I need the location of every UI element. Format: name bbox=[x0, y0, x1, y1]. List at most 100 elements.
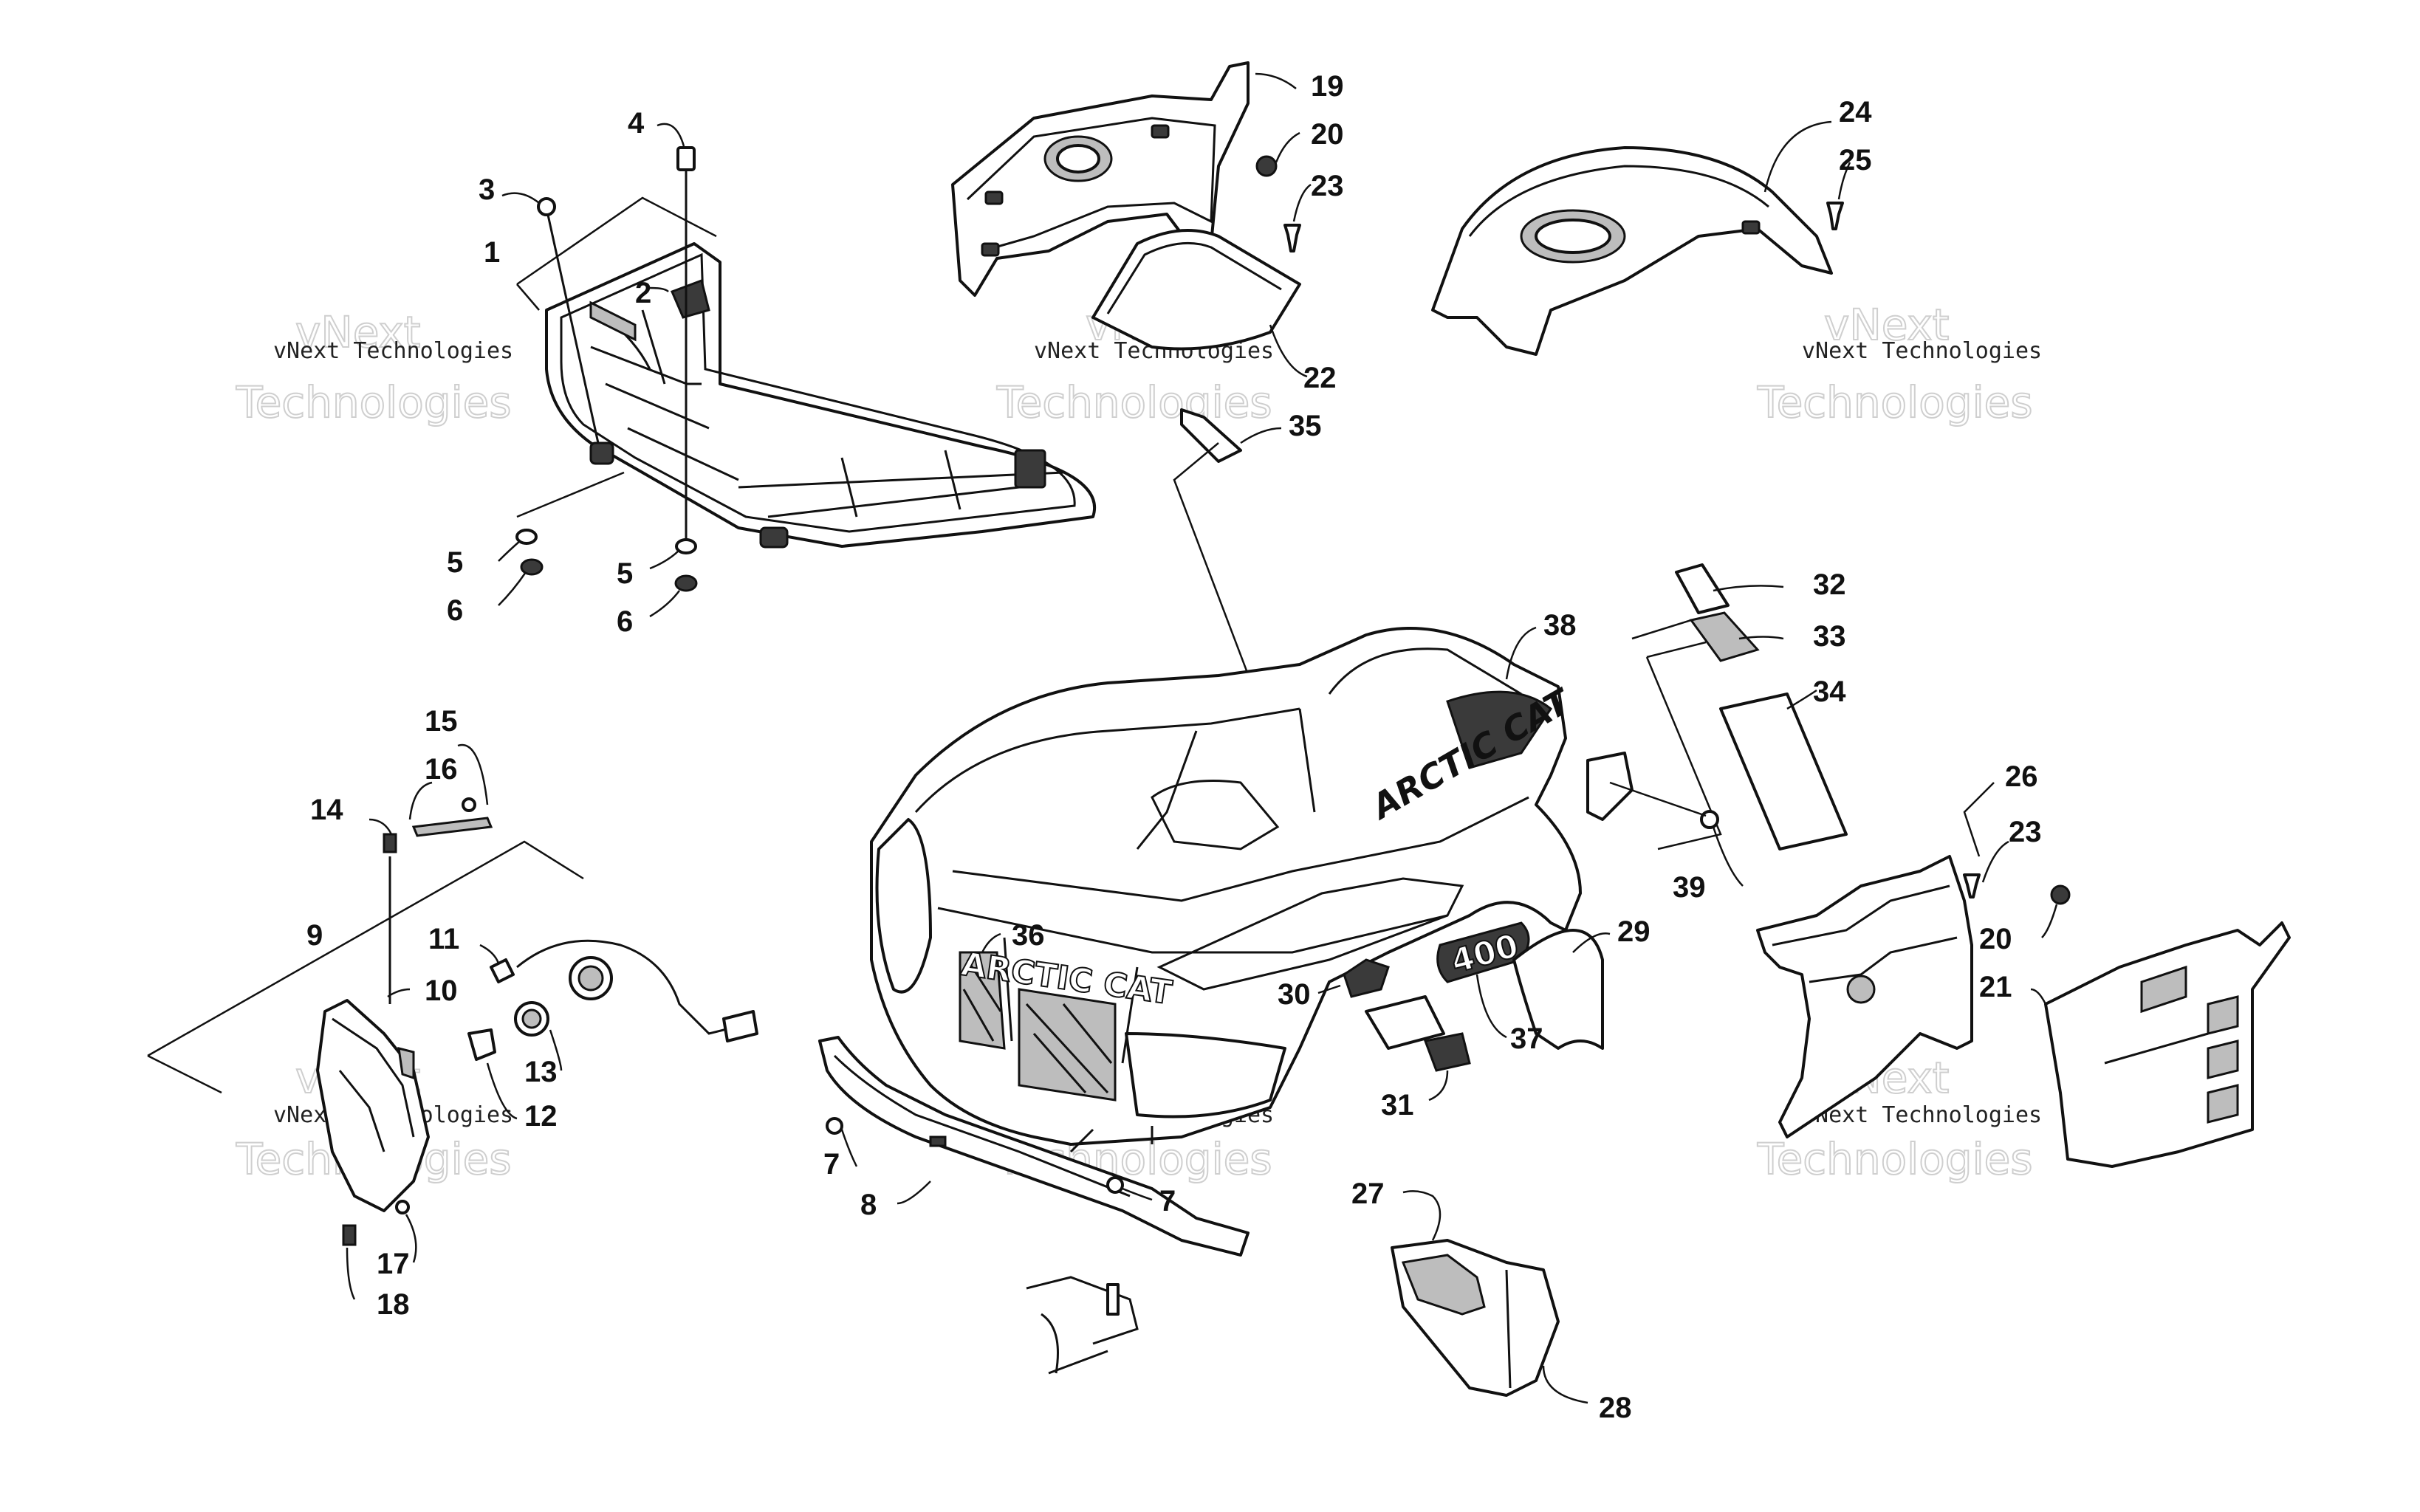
side-panel-21 bbox=[2044, 921, 2291, 1168]
callout-7: 7 bbox=[823, 1148, 840, 1181]
leader-23b bbox=[1981, 840, 2009, 883]
push-rivet-23 bbox=[1283, 224, 1301, 252]
fastener-39 bbox=[1700, 810, 1719, 829]
callout-37: 37 bbox=[1510, 1023, 1543, 1055]
front-fender-panel-assembly: 19 20 23 22 bbox=[951, 61, 1344, 394]
callout-22: 22 bbox=[1303, 362, 1337, 394]
callout-33: 33 bbox=[1813, 620, 1846, 653]
watermark-big-2: Technologies bbox=[996, 377, 1272, 427]
clip-18 bbox=[342, 1224, 357, 1246]
callout-6: 6 bbox=[447, 594, 463, 627]
fastener-14 bbox=[383, 833, 397, 853]
leader-28 bbox=[1542, 1365, 1588, 1404]
push-rivet-25 bbox=[1826, 202, 1844, 230]
leader-6a bbox=[498, 571, 527, 606]
front-rack-assembly: 1 2 3 4 5 5 6 6 bbox=[447, 107, 1096, 638]
decal-set: 32 33 34 bbox=[1631, 563, 1848, 850]
leader-24 bbox=[1763, 120, 1832, 193]
leader-25 bbox=[1837, 162, 1851, 200]
leader-10 bbox=[387, 988, 411, 998]
callout-2: 2 bbox=[635, 277, 651, 309]
callout-5: 5 bbox=[617, 557, 633, 590]
callout-25: 25 bbox=[1839, 144, 1872, 176]
callout-19: 19 bbox=[1311, 70, 1344, 103]
callout-27: 27 bbox=[1351, 1178, 1385, 1210]
callout-5: 5 bbox=[447, 546, 463, 579]
push-rivet-23-right bbox=[1963, 873, 1981, 898]
callout-8: 8 bbox=[860, 1189, 877, 1221]
leader-20 bbox=[1275, 131, 1300, 163]
watermark-big-1: vNext bbox=[295, 307, 420, 357]
side-panel-assembly: 26 23 20 21 bbox=[1756, 760, 2291, 1168]
watermark: vNext Technologies vNext Technologies bbox=[235, 306, 513, 428]
rack-bracket-line-lower bbox=[516, 284, 625, 518]
leader-19 bbox=[1255, 72, 1297, 89]
leader-31 bbox=[1428, 1070, 1449, 1102]
callout-1: 1 bbox=[484, 236, 500, 269]
handle-31 bbox=[1365, 995, 1471, 1072]
leader-8 bbox=[897, 1181, 931, 1205]
callout-9: 9 bbox=[306, 919, 323, 952]
leader-4 bbox=[657, 123, 685, 147]
callout-23: 23 bbox=[1311, 170, 1344, 202]
leader-13 bbox=[549, 1029, 563, 1071]
leader-16 bbox=[408, 781, 433, 820]
leader-2 bbox=[649, 286, 669, 292]
model-badge-text: 400 bbox=[1447, 927, 1523, 981]
callout-34: 34 bbox=[1813, 676, 1846, 708]
screw-15 bbox=[462, 797, 476, 812]
leader-12 bbox=[486, 1062, 518, 1120]
leader-39 bbox=[1712, 826, 1744, 887]
leader-21 bbox=[2030, 988, 2047, 1005]
bolt-3 bbox=[537, 197, 600, 444]
callout-20: 20 bbox=[1979, 923, 2012, 955]
washer-5-left bbox=[515, 529, 538, 545]
model-badge-37: 400 bbox=[1436, 921, 1530, 983]
callout-29: 29 bbox=[1617, 915, 1651, 948]
watermark-small: vNext Technologies bbox=[1802, 1102, 2042, 1128]
callout-21: 21 bbox=[1979, 971, 2012, 1003]
leader-3 bbox=[501, 192, 540, 204]
leader-15 bbox=[457, 743, 489, 805]
leader-6b bbox=[649, 590, 680, 618]
fastener-7-left bbox=[826, 1117, 843, 1135]
leader-37 bbox=[1475, 974, 1507, 1039]
callout-35: 35 bbox=[1289, 410, 1322, 442]
cap-30 bbox=[1343, 958, 1390, 998]
leader-17 bbox=[405, 1214, 417, 1263]
inner-panel bbox=[1756, 855, 1973, 1138]
leader-23 bbox=[1292, 183, 1312, 222]
grommet-20-right bbox=[2050, 884, 2071, 905]
callout-28: 28 bbox=[1599, 1392, 1632, 1424]
leader-30 bbox=[1317, 984, 1341, 994]
bulb-12 bbox=[467, 1028, 496, 1061]
callout-3: 3 bbox=[479, 173, 495, 206]
leader-7b bbox=[1122, 1187, 1153, 1201]
leader-32 bbox=[1713, 585, 1784, 592]
callout-17: 17 bbox=[377, 1248, 410, 1280]
leader-33 bbox=[1738, 636, 1784, 640]
nut-6-left bbox=[520, 558, 544, 576]
wiring-harness bbox=[516, 939, 758, 1042]
rack-bracket-line bbox=[516, 196, 717, 286]
socket-13 bbox=[514, 1001, 549, 1037]
leader-14 bbox=[369, 818, 393, 835]
watermark-small: vNext Technologies bbox=[1802, 338, 2042, 364]
callout-4: 4 bbox=[628, 107, 645, 140]
decal-34 bbox=[1719, 693, 1848, 850]
callout-6: 6 bbox=[617, 605, 633, 638]
bolt-4 bbox=[676, 146, 696, 539]
callout-20: 20 bbox=[1311, 118, 1344, 151]
nut-6-right bbox=[674, 574, 698, 592]
reflector-16 bbox=[411, 817, 493, 837]
front-body-29: ARCTIC CAT ARCTIC CAT 400 bbox=[870, 627, 1634, 1153]
leader-29 bbox=[1572, 932, 1611, 953]
callout-23: 23 bbox=[2009, 816, 2042, 848]
callout-30: 30 bbox=[1278, 978, 1311, 1011]
leader-5b bbox=[649, 549, 680, 570]
callout-24: 24 bbox=[1839, 96, 1872, 128]
callout-38: 38 bbox=[1543, 609, 1577, 642]
callout-31: 31 bbox=[1381, 1089, 1414, 1121]
bumper-bar-8 bbox=[818, 1036, 1250, 1257]
